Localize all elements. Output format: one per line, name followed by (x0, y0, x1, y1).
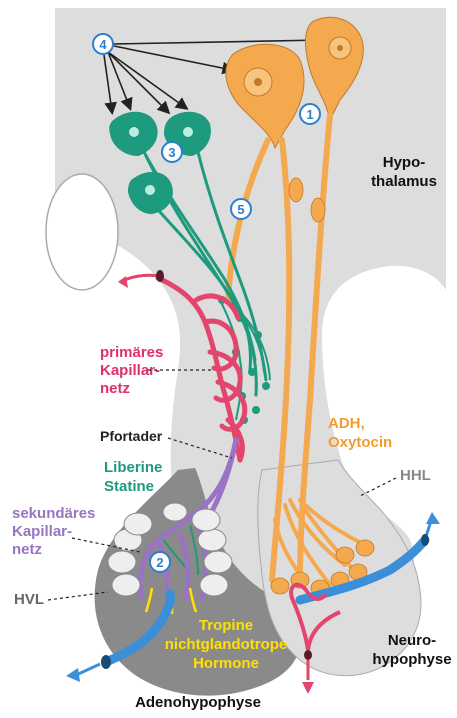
label-secondary-3: netz (12, 541, 42, 558)
svg-text:4: 4 (99, 37, 107, 52)
label-hypothalamus-2: thalamus (371, 173, 437, 190)
optic-chiasm (46, 174, 118, 290)
label-liberine: Liberine (104, 459, 162, 476)
label-primary-1: primäres (100, 344, 163, 361)
marker-3: 3 (162, 142, 182, 162)
label-secondary-2: Kapillar- (12, 523, 72, 540)
label-adh: ADH, (328, 415, 365, 432)
label-hypothalamus-1: Hypo- (383, 154, 426, 171)
label-tropine-1: Tropine (199, 617, 253, 634)
svg-text:2: 2 (156, 555, 163, 570)
label-pfortader: Pfortader (100, 428, 163, 444)
arteriole-cap (156, 270, 164, 282)
label-secondary-1: sekundäres (12, 505, 95, 522)
svg-text:1: 1 (306, 107, 313, 122)
label-oxytocin: Oxytocin (328, 434, 392, 451)
label-tropine-2: nichtglandotrope (165, 636, 288, 653)
label-tropine-3: Hormone (193, 655, 259, 672)
label-statine: Statine (104, 478, 154, 495)
marker-4: 4 (93, 34, 113, 54)
label-hhl: HHL (400, 467, 431, 484)
label-hvl: HVL (14, 591, 44, 608)
marker-2: 2 (150, 552, 170, 572)
svg-text:3: 3 (168, 145, 175, 160)
label-primary-2: Kapillar- (100, 362, 160, 379)
marker-5: 5 (231, 199, 251, 219)
label-adenohypophyse: Adenohypophyse (135, 694, 261, 711)
svg-text:5: 5 (237, 202, 244, 217)
label-neuro-1: Neuro- (388, 632, 436, 649)
marker-1: 1 (300, 104, 320, 124)
label-neuro-2: hypophyse (372, 651, 451, 668)
label-primary-3: netz (100, 380, 130, 397)
